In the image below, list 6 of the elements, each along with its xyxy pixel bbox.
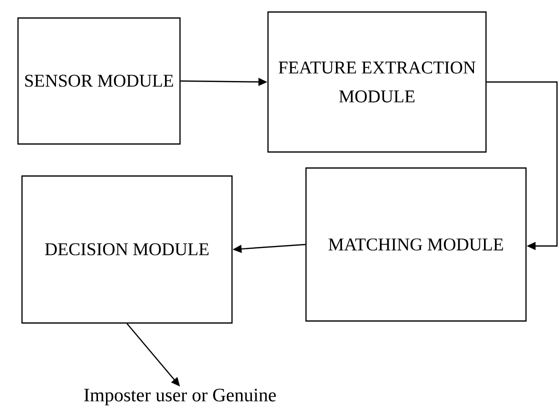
arrow <box>486 81 558 250</box>
module-box: MATCHING MODULE <box>305 167 527 322</box>
module-box: SENSOR MODULE <box>17 17 181 145</box>
outcome-label: Imposter user or Genuine <box>84 388 276 406</box>
module-box: FEATURE EXTRACTION MODULE <box>267 11 487 153</box>
module-box: DECISION MODULE <box>21 175 233 324</box>
